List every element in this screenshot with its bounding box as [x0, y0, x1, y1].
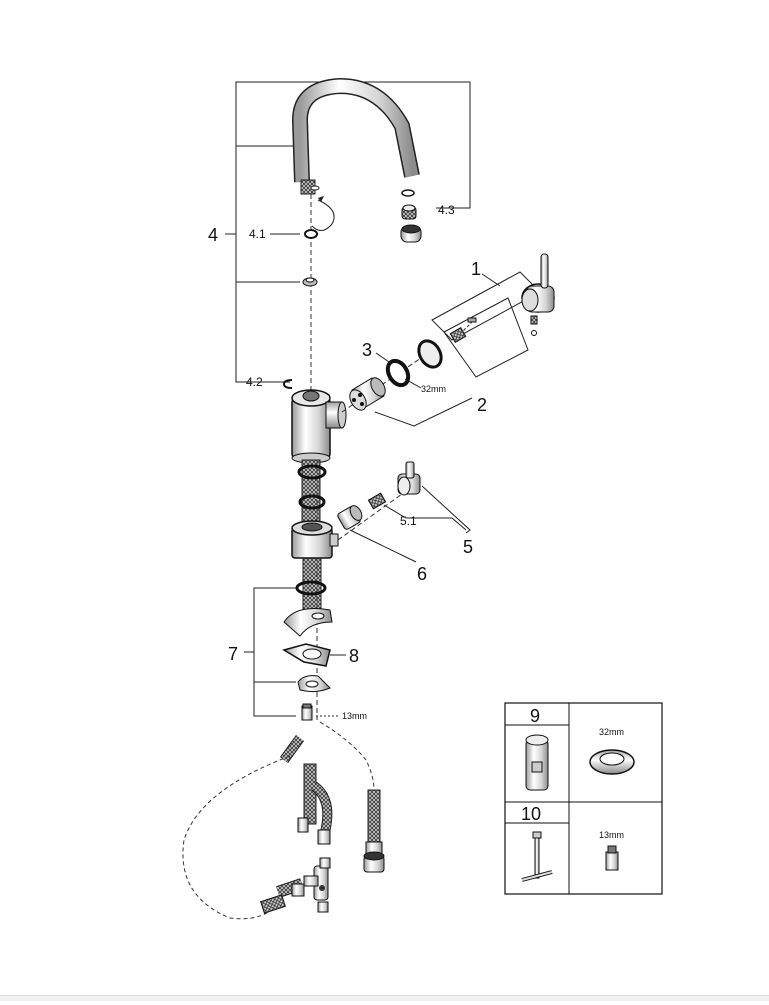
bracket-5: [383, 485, 471, 534]
tool-9-number: 9: [530, 706, 540, 726]
cartridge-2: [341, 344, 441, 413]
o-ring-7: [295, 580, 327, 596]
nut-4: [302, 277, 318, 287]
hoses-lower: [279, 735, 385, 873]
o-ring-4-1: [304, 229, 318, 239]
washer-7: [283, 608, 333, 637]
tools-table: [504, 702, 663, 895]
tool-9-size: 32mm: [599, 727, 624, 737]
leader-32mm: [404, 378, 422, 389]
sleeve: [291, 520, 339, 559]
tool-10-key: [521, 831, 553, 882]
leader-2: [374, 397, 473, 427]
tool-9-socket: [525, 734, 549, 791]
mixer-body: [291, 389, 347, 464]
assembly-arrow: [311, 199, 335, 231]
spout: [291, 77, 420, 195]
hose-routing-dashed: [182, 721, 375, 920]
nut-13mm: [301, 703, 313, 721]
tool-10-nut: [605, 845, 619, 871]
label-4-3: 4.3: [438, 203, 455, 217]
label-4-1: 4.1: [249, 227, 266, 241]
label-5: 5: [463, 537, 473, 557]
leader-3: [375, 352, 393, 365]
plate-8: [282, 643, 331, 667]
label-4-2: 4.2: [246, 375, 263, 389]
tool-10-size: 13mm: [599, 830, 624, 840]
cover-ring: [417, 339, 443, 369]
leader-1: [481, 273, 501, 287]
label-5-1: 5.1: [400, 514, 417, 528]
aerator-4-3: [400, 189, 422, 243]
leader-6: [349, 529, 417, 563]
label-3: 3: [362, 340, 372, 360]
handle-1-parallelogram: [431, 271, 541, 378]
arrow-head: [318, 196, 324, 202]
o-ring-lower-1: [297, 464, 327, 480]
bracket-7: [244, 587, 296, 717]
label-2: 2: [477, 395, 487, 415]
label-8: 8: [349, 646, 359, 666]
c-clip-7: [297, 675, 331, 693]
clip-4-2: [282, 379, 293, 389]
tee-fitting: [260, 857, 331, 914]
label-1: 1: [471, 259, 481, 279]
page-bottom-border: [0, 995, 769, 1001]
size-label-32mm: 32mm: [421, 384, 446, 394]
tool-10-number: 10: [521, 804, 541, 824]
label-7: 7: [228, 644, 238, 664]
handle-1: [449, 253, 555, 344]
tool-9-ring: [589, 749, 635, 775]
valve-6: [337, 492, 403, 541]
cap-nut-3: [385, 358, 411, 388]
label-4: 4: [208, 225, 218, 245]
size-label-13mm: 13mm: [342, 711, 367, 721]
o-ring-lower-2: [298, 494, 326, 510]
label-6: 6: [417, 564, 427, 584]
cap-5: [397, 461, 421, 496]
